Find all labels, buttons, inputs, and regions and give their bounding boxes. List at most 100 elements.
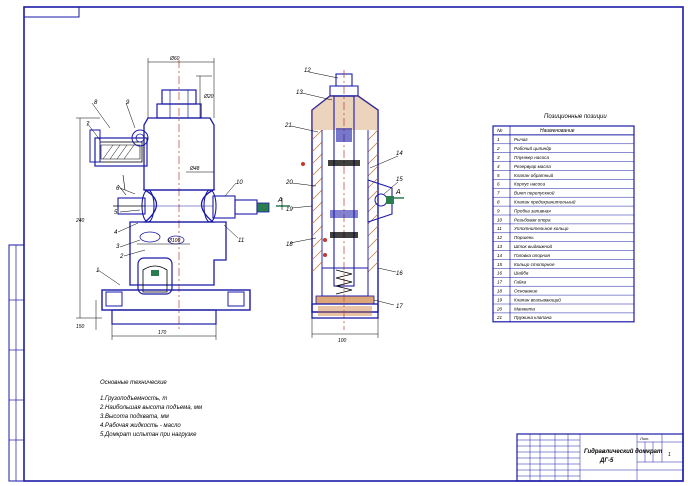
section-mark-left: А	[277, 197, 283, 204]
legend-row-num: 17	[497, 280, 503, 285]
legend-row: 13 Шток выдвижной	[497, 243, 553, 249]
legend-row: 19 Клапан всасывающий	[497, 296, 561, 302]
legend-row-num: 21	[496, 315, 503, 320]
callout-19: 19	[286, 207, 293, 213]
legend-row-name: Рабочий цилиндр	[514, 145, 552, 151]
legend-row-num: 19	[497, 297, 503, 302]
legend-row-num: 12	[497, 235, 503, 240]
jack-section-view	[301, 70, 394, 338]
callout-20: 20	[285, 180, 293, 186]
dim-base-height: 150	[76, 324, 85, 330]
legend-row-name: Гайка	[514, 279, 527, 285]
legend-row-num: 10	[497, 217, 503, 222]
callout-4: 4	[114, 230, 118, 236]
legend-row: 9 Пробка заливная	[497, 208, 551, 213]
dim-section-width: 100	[338, 338, 347, 344]
top-left-stamp	[23, 6, 80, 18]
callout-3: 3	[116, 244, 120, 250]
legend-row-num: 20	[496, 306, 503, 311]
legend-row-name: Клапан предохранительный	[514, 199, 576, 205]
notes-line-5: 5.Домкрат испытан при нагрузке	[100, 432, 197, 438]
callout-6: 6	[116, 186, 120, 192]
legend-row: 20 Манжета	[496, 306, 535, 311]
legend-title: Позиционные позиции	[544, 114, 607, 120]
legend-header-num: №	[497, 128, 503, 134]
legend-row-name: Основание	[514, 289, 538, 294]
title-name-line-2: ДГ-5	[599, 458, 614, 464]
legend-row-name: Шток выдвижной	[514, 243, 553, 249]
legend-row: 16 Шайба	[497, 270, 529, 276]
legend-row-num: 7	[497, 191, 500, 196]
legend-row-name: Рычаг	[514, 137, 528, 142]
legend-row-num: 4	[497, 164, 500, 169]
front-view-leaders	[86, 102, 239, 286]
legend-row: 15 Кольцо стопорное	[497, 262, 555, 267]
callout-15: 15	[396, 177, 403, 183]
dim-cyl-diameter: Ø48	[189, 166, 200, 172]
legend-row: 8 Клапан предохранительный	[497, 199, 576, 205]
sheet-frame	[23, 6, 684, 482]
callout-13: 13	[296, 90, 303, 96]
dim-top-width: Ø60	[169, 56, 180, 62]
legend-row: 3 Плунжер насоса	[497, 155, 549, 160]
callout-7: 7	[86, 122, 90, 128]
callout-16: 16	[396, 271, 403, 277]
legend-row-name: Пружина клапана	[514, 315, 552, 320]
legend-row-name: Резервуар масла	[514, 164, 551, 169]
title-sheet-count: 1	[668, 452, 671, 458]
legend-header-name: Наименование	[540, 128, 575, 134]
title-sheet-label: Лит.	[639, 436, 649, 441]
section-view-leaders	[289, 71, 399, 306]
legend-row-num: 13	[497, 244, 503, 249]
legend-row-num: 1	[497, 137, 500, 142]
callout-5: 5	[114, 210, 118, 216]
legend-row-name: Манжета	[514, 306, 535, 311]
legend-row: 18 Основание	[497, 289, 538, 294]
legend-row: 10 Резьбовая опора	[497, 217, 551, 222]
legend-row-num: 9	[497, 208, 500, 213]
callout-1: 1	[96, 268, 99, 274]
section-mark-right: А	[395, 189, 401, 196]
callout-9: 9	[126, 100, 130, 106]
legend-row-name: Поршень	[514, 235, 534, 240]
legend-row: 17 Гайка	[497, 279, 527, 285]
legend-row-name: Резьбовая опора	[514, 217, 551, 222]
legend-row: 21 Пружина клапана	[496, 315, 552, 320]
title-block	[516, 433, 684, 482]
callout-11: 11	[238, 238, 244, 244]
legend-row-name: Кольцо стопорное	[514, 262, 555, 267]
dim-spool-width: Ø100	[167, 238, 180, 244]
callout-18: 18	[286, 242, 293, 248]
legend-row-num: 8	[497, 200, 500, 205]
notes-line-2: 2.Наибольшая высота подъема, мм	[99, 405, 202, 411]
callout-8: 8	[94, 100, 98, 106]
legend-row-name: Плунжер насоса	[514, 155, 549, 160]
legend-row-name: Шайба	[514, 270, 529, 276]
legend-row-num: 11	[497, 226, 502, 231]
legend-row-name: Пробка заливная	[514, 208, 551, 213]
dim-total-height: 240	[75, 218, 85, 224]
dim-nut-height: Ø20	[203, 94, 214, 100]
legend-row-num: 14	[497, 253, 503, 258]
legend-row-num: 3	[497, 155, 500, 160]
legend-row-name: Клапан всасывающий	[514, 296, 561, 302]
notes-line-1: 1.Грузоподъемность, т	[100, 396, 167, 402]
callout-17: 17	[396, 304, 403, 310]
legend-row-num: 5	[497, 173, 500, 178]
legend-row: 4 Резервуар масла	[497, 164, 551, 169]
legend-row-num: 18	[497, 289, 503, 294]
legend-row-num: 16	[497, 271, 503, 276]
callout-12: 12	[304, 68, 311, 74]
notes-line-4: 4.Рабочая жидкость - масло	[100, 423, 181, 429]
legend-row-num: 6	[497, 182, 500, 187]
notes-line-3: 3.Высота подхвата, мм	[100, 414, 169, 420]
title-name-line-1: Гидравлический домкрат	[584, 448, 663, 455]
legend-row: 1 Рычаг	[497, 137, 528, 142]
jack-front-view	[76, 58, 270, 340]
legend-row-num: 15	[497, 262, 503, 267]
